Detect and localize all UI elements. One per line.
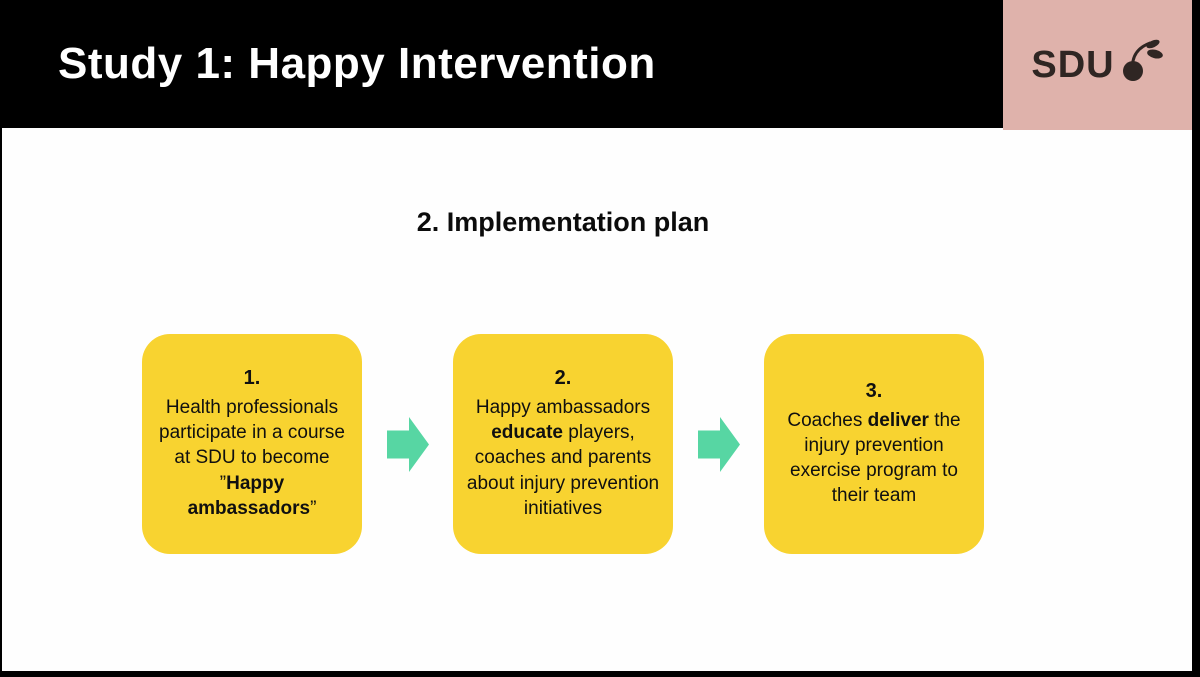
step-box-3: 3. Coaches deliver the injury prevention… bbox=[764, 334, 984, 554]
right-arrow-icon bbox=[697, 416, 740, 472]
section-heading: 2. Implementation plan bbox=[416, 207, 710, 237]
implementation-flow: 1. Health professionals participate in a… bbox=[142, 334, 984, 554]
step-number: 2. bbox=[554, 367, 572, 390]
step-number: 1. bbox=[243, 367, 261, 390]
sdu-logo-box: SDU bbox=[1003, 0, 1192, 130]
step-text: Happy ambassadors educate players, coach… bbox=[465, 395, 661, 520]
step-text-segment: ” bbox=[310, 497, 317, 519]
step-text: Health professionals participate in a co… bbox=[154, 395, 350, 520]
step-text-bold-segment: Happy ambassadors bbox=[187, 472, 311, 519]
slide-header: Study 1: Happy Intervention bbox=[2, 0, 1192, 128]
step-text-segment: the injury prevention exercise program t… bbox=[790, 409, 961, 507]
step-text-segment: players, coaches and parents about injur… bbox=[466, 422, 660, 519]
right-arrow-icon bbox=[386, 416, 429, 472]
step-text: Coaches deliver the injury prevention ex… bbox=[776, 408, 972, 508]
step-box-2: 2. Happy ambassadors educate players, co… bbox=[453, 334, 673, 554]
sdu-apple-branch-icon bbox=[1122, 39, 1163, 81]
step-text-bold-segment: educate bbox=[491, 422, 563, 444]
step-text-segment: Coaches bbox=[787, 409, 868, 431]
step-text-bold-segment: deliver bbox=[867, 409, 929, 431]
slide-title: Study 1: Happy Intervention bbox=[58, 39, 656, 88]
sdu-logo-text: SDU bbox=[1031, 44, 1115, 86]
step-text-segment: Health professionals participate in a co… bbox=[159, 397, 345, 494]
step-box-1: 1. Health professionals participate in a… bbox=[142, 334, 362, 554]
step-number: 3. bbox=[865, 379, 883, 402]
step-text-segment: Happy ambassadors bbox=[475, 397, 651, 419]
